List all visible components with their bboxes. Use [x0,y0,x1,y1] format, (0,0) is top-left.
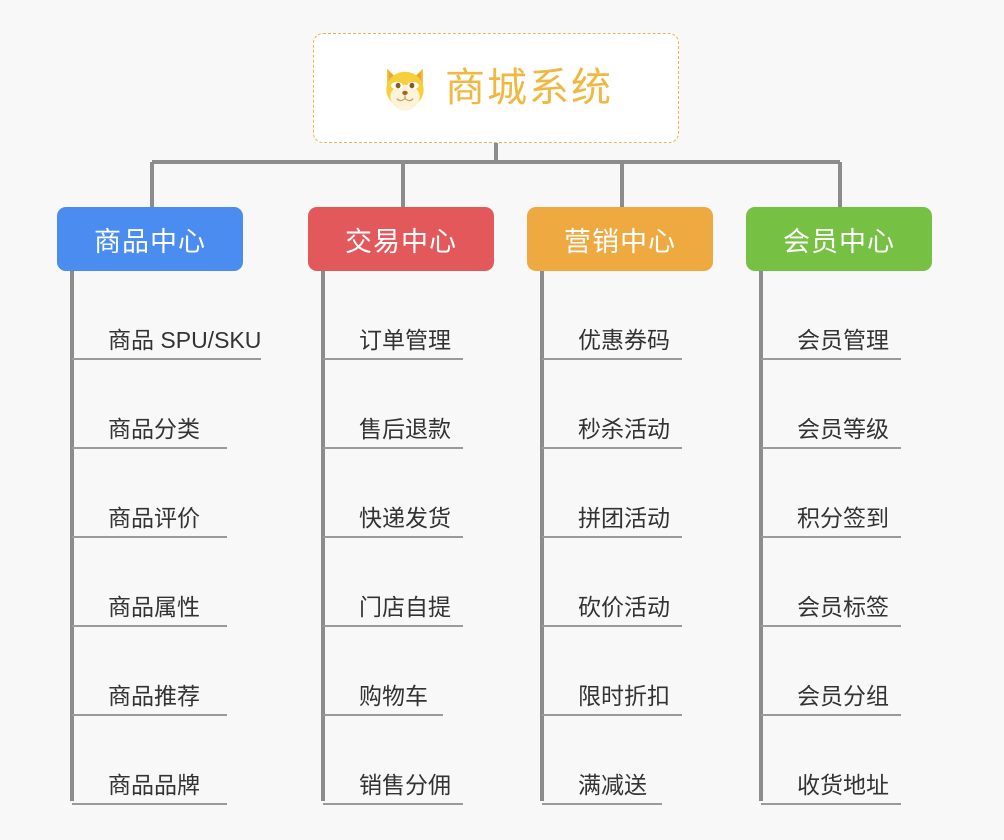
leaf-underline: 会员等级 [761,416,901,449]
leaf-label: 会员管理 [797,326,889,353]
leaf-label: 会员标签 [797,593,889,620]
leaf-list: 会员管理会员等级积分签到会员标签会员分组收货地址 [761,271,932,805]
leaf-label: 满减送 [578,771,647,798]
leaf-item[interactable]: 满减送 [542,716,713,805]
leaf-label: 商品分类 [108,415,200,442]
leaf-underline: 门店自提 [323,594,463,627]
leaf-item[interactable]: 积分签到 [761,449,932,538]
leaf-label: 商品 SPU/SKU [108,326,262,353]
leaf-label: 售后退款 [359,415,451,442]
leaf-item[interactable]: 商品推荐 [72,627,243,716]
branch-header[interactable]: 交易中心 [308,207,494,271]
branch-header[interactable]: 会员中心 [746,207,932,271]
leaf-label: 订单管理 [359,326,451,353]
leaf-underline: 商品属性 [72,594,227,627]
branch-column: 交易中心订单管理售后退款快递发货门店自提购物车销售分佣 [308,207,494,805]
leaf-underline: 满减送 [542,772,662,805]
branch-header[interactable]: 商品中心 [57,207,243,271]
leaf-item[interactable]: 商品 SPU/SKU [72,271,262,360]
leaf-label: 积分签到 [797,504,889,531]
leaf-label: 优惠券码 [578,326,670,353]
leaf-item[interactable]: 售后退款 [323,360,494,449]
branch-column: 商品中心商品 SPU/SKU 商品分类商品评价商品属性商品推荐商品品牌 [57,207,262,805]
leaf-label: 限时折扣 [578,682,670,709]
leaf-underline: 限时折扣 [542,683,682,716]
leaf-label: 砍价活动 [578,593,670,620]
leaf-item[interactable]: 门店自提 [323,538,494,627]
leaf-label: 秒杀活动 [578,415,670,442]
branch-header-label: 营销中心 [564,226,676,257]
leaf-underline: 商品分类 [72,416,227,449]
branch-column: 营销中心优惠券码秒杀活动拼团活动砍价活动限时折扣满减送 [527,207,713,805]
leaf-item[interactable]: 会员分组 [761,627,932,716]
branch-header-label: 商品中心 [94,226,206,257]
leaf-underline: 砍价活动 [542,594,682,627]
leaf-underline: 收货地址 [761,772,901,805]
leaf-item[interactable]: 商品分类 [72,360,243,449]
leaf-item[interactable]: 销售分佣 [323,716,494,805]
leaf-underline: 商品 SPU/SKU [72,326,262,360]
leaf-underline: 商品推荐 [72,683,227,716]
leaf-item[interactable]: 商品属性 [72,538,243,627]
leaf-label: 拼团活动 [578,504,670,531]
leaf-underline: 拼团活动 [542,505,682,538]
leaf-item[interactable]: 收货地址 [761,716,932,805]
leaf-label: 购物车 [359,682,428,709]
root-title: 商城系统 [445,66,613,110]
leaf-underline: 优惠券码 [542,327,682,360]
leaf-underline: 会员标签 [761,594,901,627]
branch-column: 会员中心会员管理会员等级积分签到会员标签会员分组收货地址 [746,207,932,805]
leaf-underline: 会员分组 [761,683,901,716]
leaf-label: 商品属性 [108,593,200,620]
leaf-underline: 会员管理 [761,327,901,360]
leaf-item[interactable]: 购物车 [323,627,494,716]
leaf-item[interactable]: 订单管理 [323,271,494,360]
leaf-item[interactable]: 优惠券码 [542,271,713,360]
root-node[interactable]: 商城系统 [313,33,679,143]
leaf-underline: 积分签到 [761,505,901,538]
leaf-item[interactable]: 会员等级 [761,360,932,449]
leaf-underline: 快递发货 [323,505,463,538]
branch-header[interactable]: 营销中心 [527,207,713,271]
leaf-item[interactable]: 商品评价 [72,449,243,538]
leaf-item[interactable]: 快递发货 [323,449,494,538]
leaf-label: 商品品牌 [108,771,200,798]
leaf-item[interactable]: 拼团活动 [542,449,713,538]
leaf-label: 收货地址 [797,771,889,798]
leaf-underline: 销售分佣 [323,772,463,805]
leaf-label: 销售分佣 [359,771,451,798]
leaf-item[interactable]: 会员标签 [761,538,932,627]
leaf-label: 商品推荐 [108,682,200,709]
leaf-underline: 购物车 [323,683,443,716]
leaf-label: 门店自提 [359,593,451,620]
leaf-item[interactable]: 砍价活动 [542,538,713,627]
leaf-item[interactable]: 限时折扣 [542,627,713,716]
leaf-underline: 商品评价 [72,505,227,538]
leaf-underline: 售后退款 [323,416,463,449]
leaf-label: 会员等级 [797,415,889,442]
leaf-list: 订单管理售后退款快递发货门店自提购物车销售分佣 [323,271,494,805]
branch-header-label: 会员中心 [783,226,895,257]
leaf-item[interactable]: 秒杀活动 [542,360,713,449]
leaf-item[interactable]: 商品品牌 [72,716,243,805]
branch-header-label: 交易中心 [345,226,457,257]
leaf-list: 优惠券码秒杀活动拼团活动砍价活动限时折扣满减送 [542,271,713,805]
leaf-label: 会员分组 [797,682,889,709]
leaf-item[interactable]: 会员管理 [761,271,932,360]
leaf-underline: 秒杀活动 [542,416,682,449]
leaf-underline: 订单管理 [323,327,463,360]
leaf-label: 商品评价 [108,504,200,531]
shiba-dog-face-icon [379,62,431,114]
leaf-underline: 商品品牌 [72,772,227,805]
leaf-label: 快递发货 [359,504,451,531]
leaf-list: 商品 SPU/SKU 商品分类商品评价商品属性商品推荐商品品牌 [72,271,262,805]
